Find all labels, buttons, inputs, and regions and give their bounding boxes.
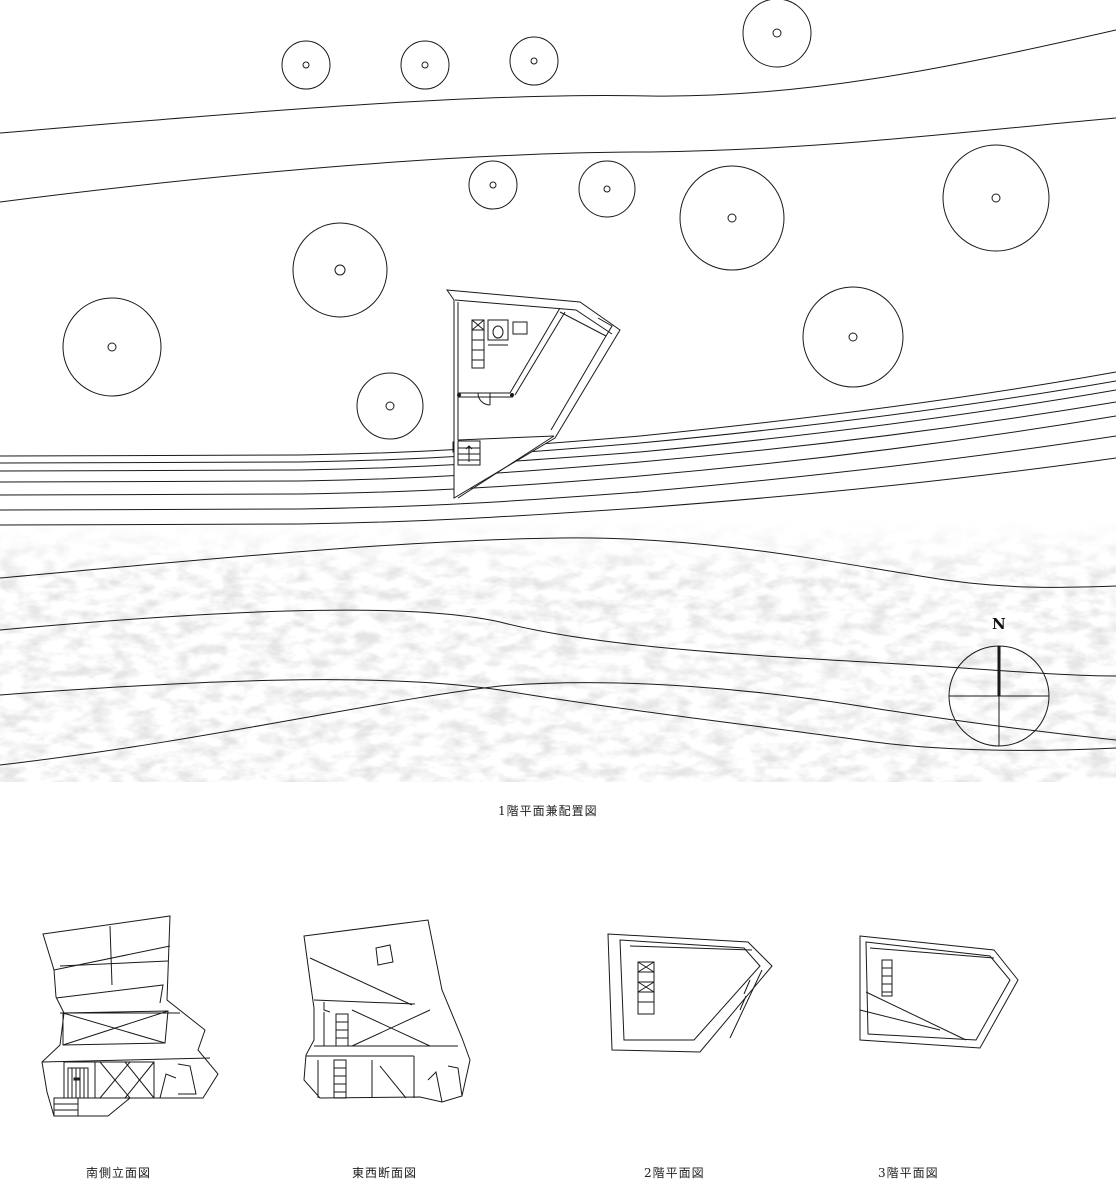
floor2-plan (608, 934, 772, 1052)
tree (579, 161, 635, 217)
site-plan-caption: 1階平面兼配置図 (498, 804, 598, 818)
tree (293, 223, 387, 317)
tree (803, 287, 903, 387)
north-label: N (992, 615, 1006, 633)
south-elevation (42, 916, 218, 1116)
tree (680, 166, 784, 270)
ew-section-caption: 東西断面図 (352, 1166, 418, 1180)
south-elevation-caption: 南側立面図 (86, 1166, 152, 1180)
building-plan-floor1 (447, 290, 620, 498)
contour-lines (0, 30, 1116, 765)
tree (469, 161, 517, 209)
tree (401, 41, 449, 89)
floor3-plan (860, 936, 1018, 1048)
tree (743, 0, 811, 67)
tree (63, 298, 161, 396)
north-arrow (949, 646, 1049, 746)
tree (357, 373, 423, 439)
trees (63, 0, 1049, 439)
tree (943, 145, 1049, 251)
ew-section (304, 920, 470, 1102)
ground-texture (0, 520, 1116, 782)
floor2-plan-caption: 2階平面図 (644, 1166, 705, 1180)
floor3-plan-caption: 3階平面図 (878, 1166, 939, 1180)
tree (282, 41, 330, 89)
tree (510, 37, 558, 85)
